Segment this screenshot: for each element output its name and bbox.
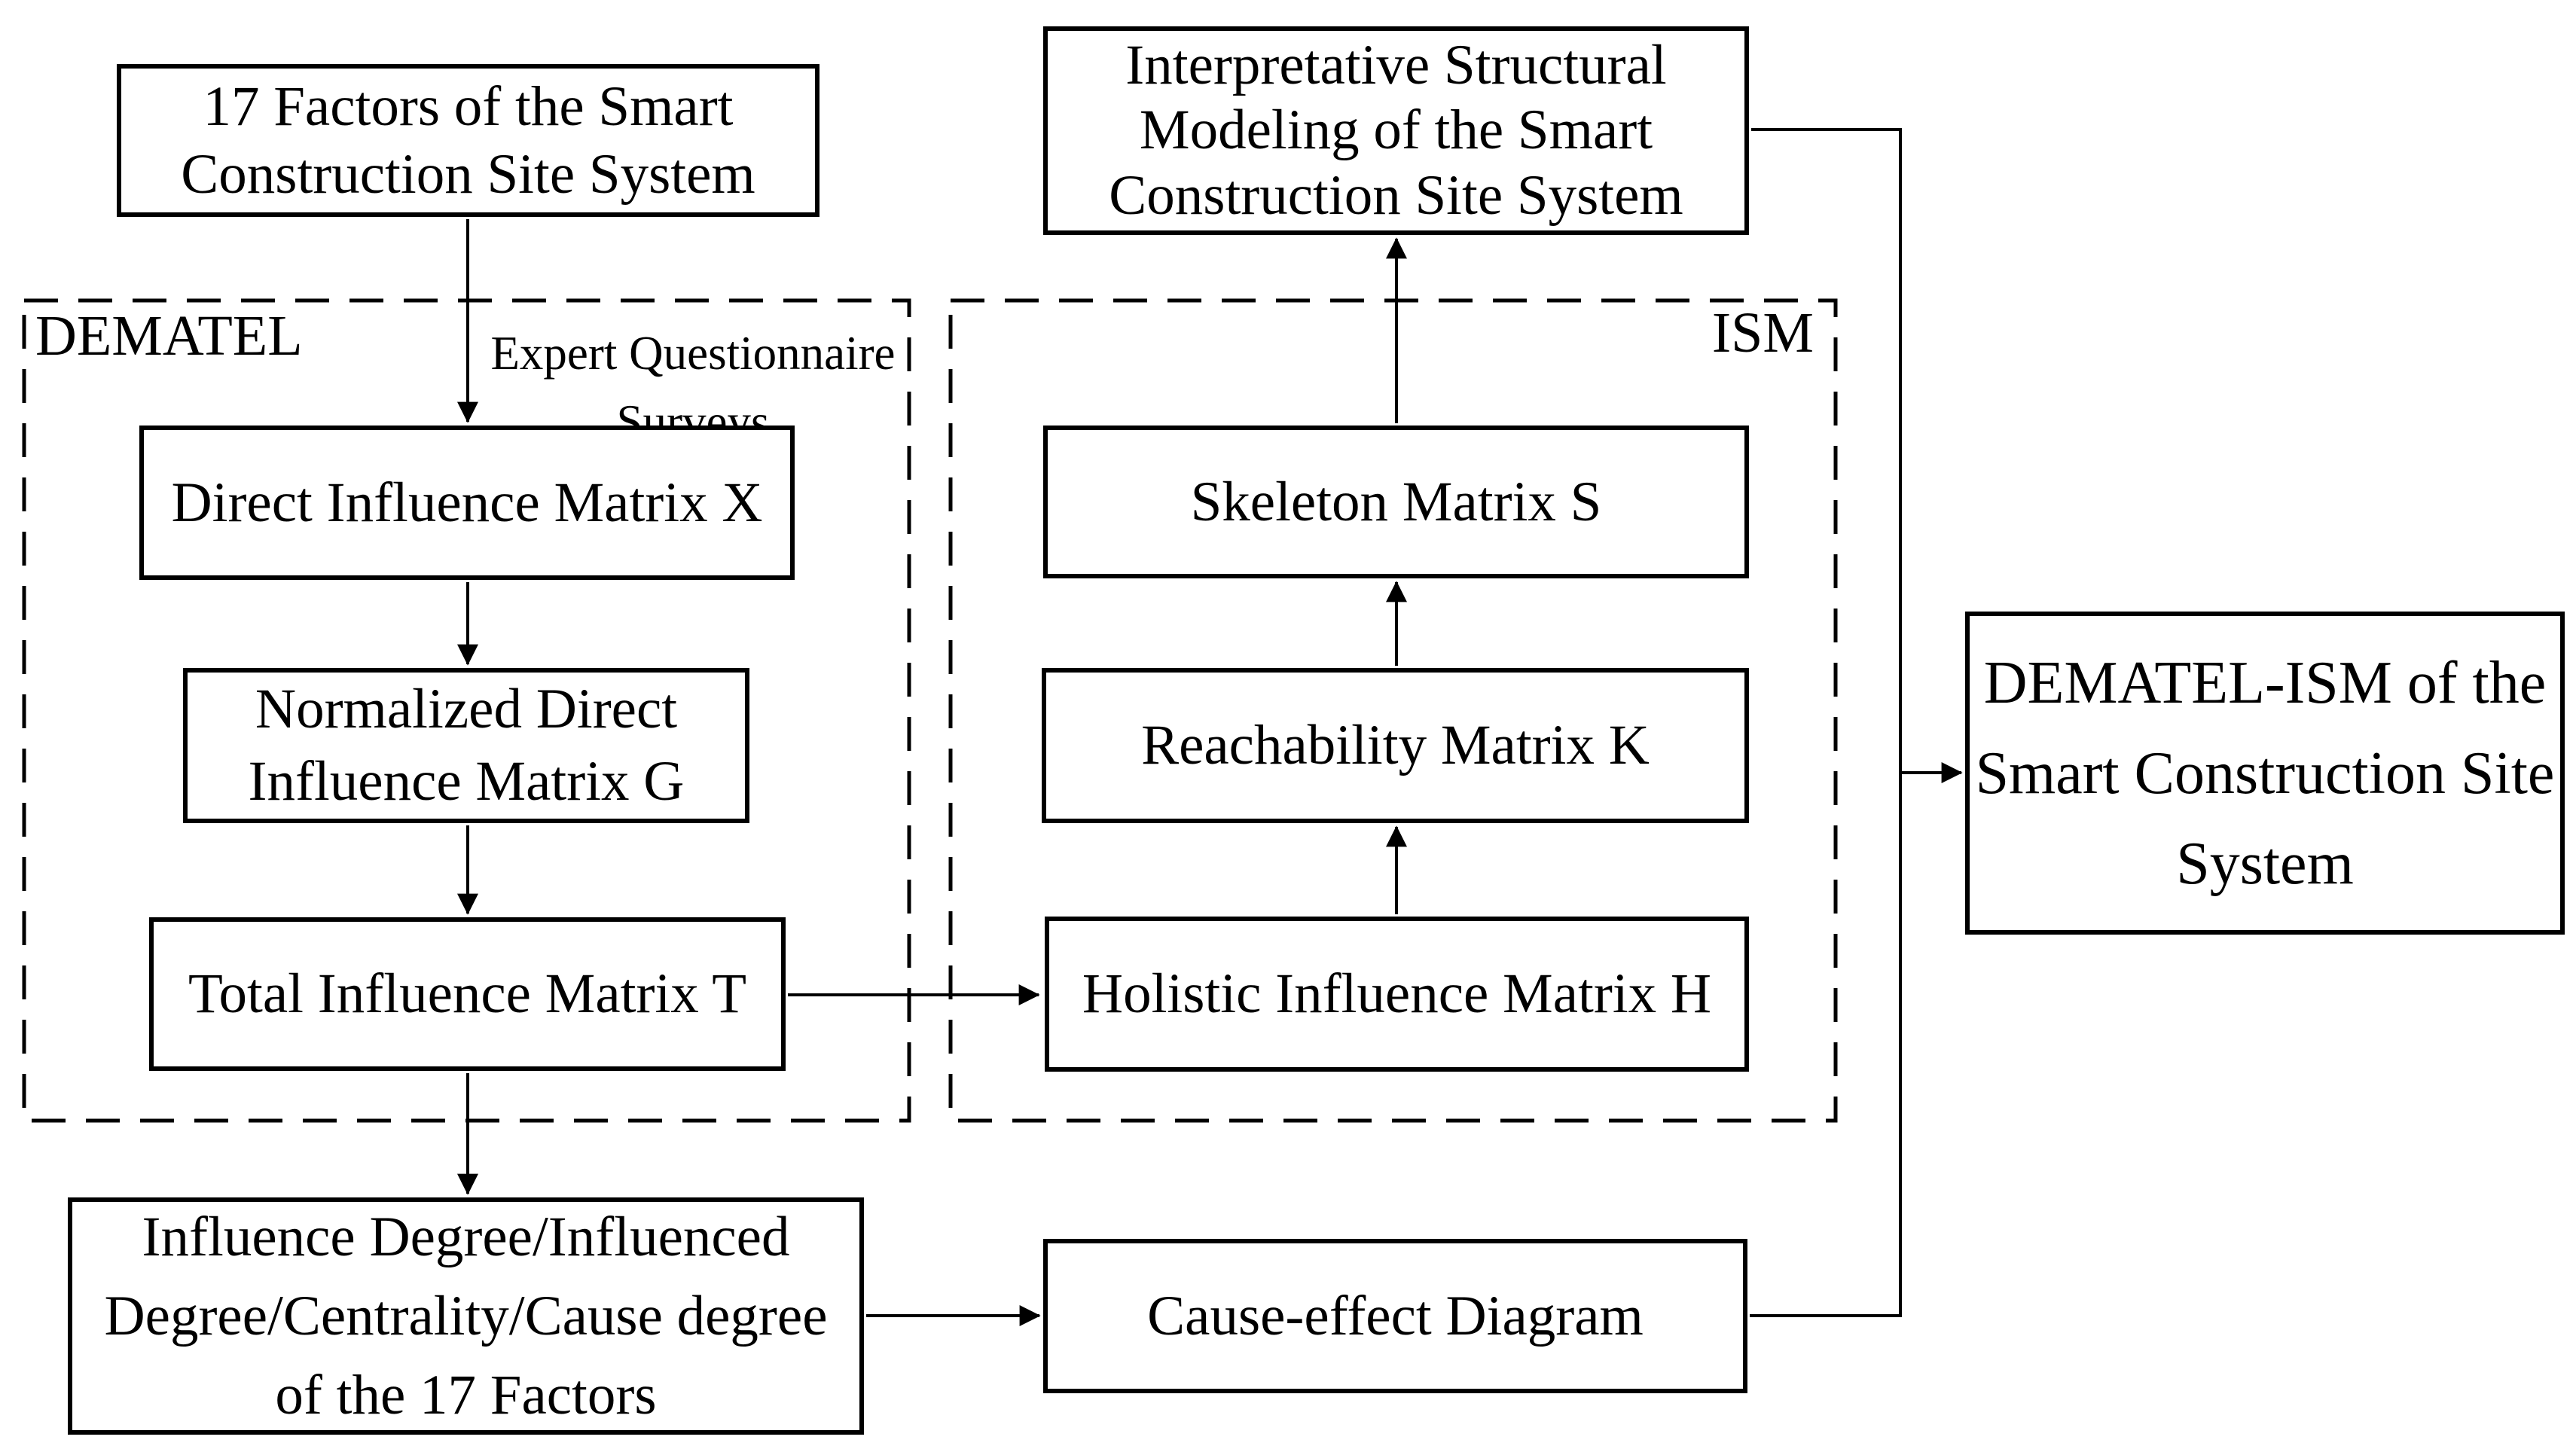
box-interpretative-line3: Construction Site System	[1109, 163, 1683, 227]
box-17-factors: 17 Factors of the Smart Construction Sit…	[117, 64, 819, 217]
box-skeleton-matrix: Skeleton Matrix S	[1043, 426, 1749, 578]
dematel-group-label: DEMATEL	[35, 304, 303, 368]
box-17-factors-line1: 17 Factors of the Smart	[203, 75, 734, 138]
box-dematel-ism-result: DEMATEL-ISM of the Smart Construction Si…	[1965, 612, 2565, 935]
box-cause-effect-diagram: Cause-effect Diagram	[1043, 1239, 1747, 1393]
box-holistic-influence-matrix-line1: Holistic Influence Matrix H	[1082, 962, 1712, 1026]
box-cause-effect-diagram-line1: Cause-effect Diagram	[1147, 1284, 1644, 1347]
expert-questionnaire-label: Expert Questionnaire Surveys	[482, 319, 904, 457]
box-interpretative-line2: Modeling of the Smart	[1139, 99, 1653, 162]
box-influence-degree-line1: Influence Degree/Influenced	[142, 1206, 790, 1268]
box-17-factors-line2: Construction Site System	[181, 142, 755, 206]
box-total-influence-matrix: Total Influence Matrix T	[149, 917, 786, 1071]
box-dematel-ism-line2: Smart Construction Site	[1975, 740, 2555, 807]
box-interpretative-line1: Interpretative Structural	[1125, 34, 1667, 97]
box-dematel-ism-line3: System	[2176, 830, 2354, 897]
box-holistic-influence-matrix: Holistic Influence Matrix H	[1045, 917, 1749, 1072]
box-skeleton-matrix-line1: Skeleton Matrix S	[1190, 470, 1602, 533]
box-reachability-matrix-line1: Reachability Matrix K	[1141, 714, 1650, 777]
box-influence-degree-line2: Degree/Centrality/Cause degree	[104, 1285, 828, 1347]
box-dematel-ism-line1: DEMATEL-ISM of the	[1983, 649, 2547, 716]
ism-group-frame	[948, 298, 1838, 1123]
ism-group-label: ISM	[1711, 301, 1814, 365]
box-influence-degree: Influence Degree/Influenced Degree/Centr…	[68, 1197, 864, 1435]
box-total-influence-matrix-line1: Total Influence Matrix T	[188, 962, 747, 1026]
box-direct-influence-matrix-line1: Direct Influence Matrix X	[171, 471, 763, 534]
collector-line	[1750, 128, 1902, 1317]
expert-questionnaire-line1: Expert Questionnaire	[490, 327, 896, 380]
box-reachability-matrix: Reachability Matrix K	[1042, 668, 1749, 823]
box-normalized-direct-influence-matrix: Normalized Direct Influence Matrix G	[183, 668, 749, 823]
box-normalized-line1: Normalized Direct	[255, 678, 678, 740]
box-direct-influence-matrix: Direct Influence Matrix X	[139, 426, 795, 580]
box-interpretative-structural-modeling: Interpretative Structural Modeling of th…	[1043, 26, 1749, 235]
box-normalized-line2: Influence Matrix G	[248, 750, 685, 813]
box-influence-degree-line3: of the 17 Factors	[275, 1364, 657, 1426]
